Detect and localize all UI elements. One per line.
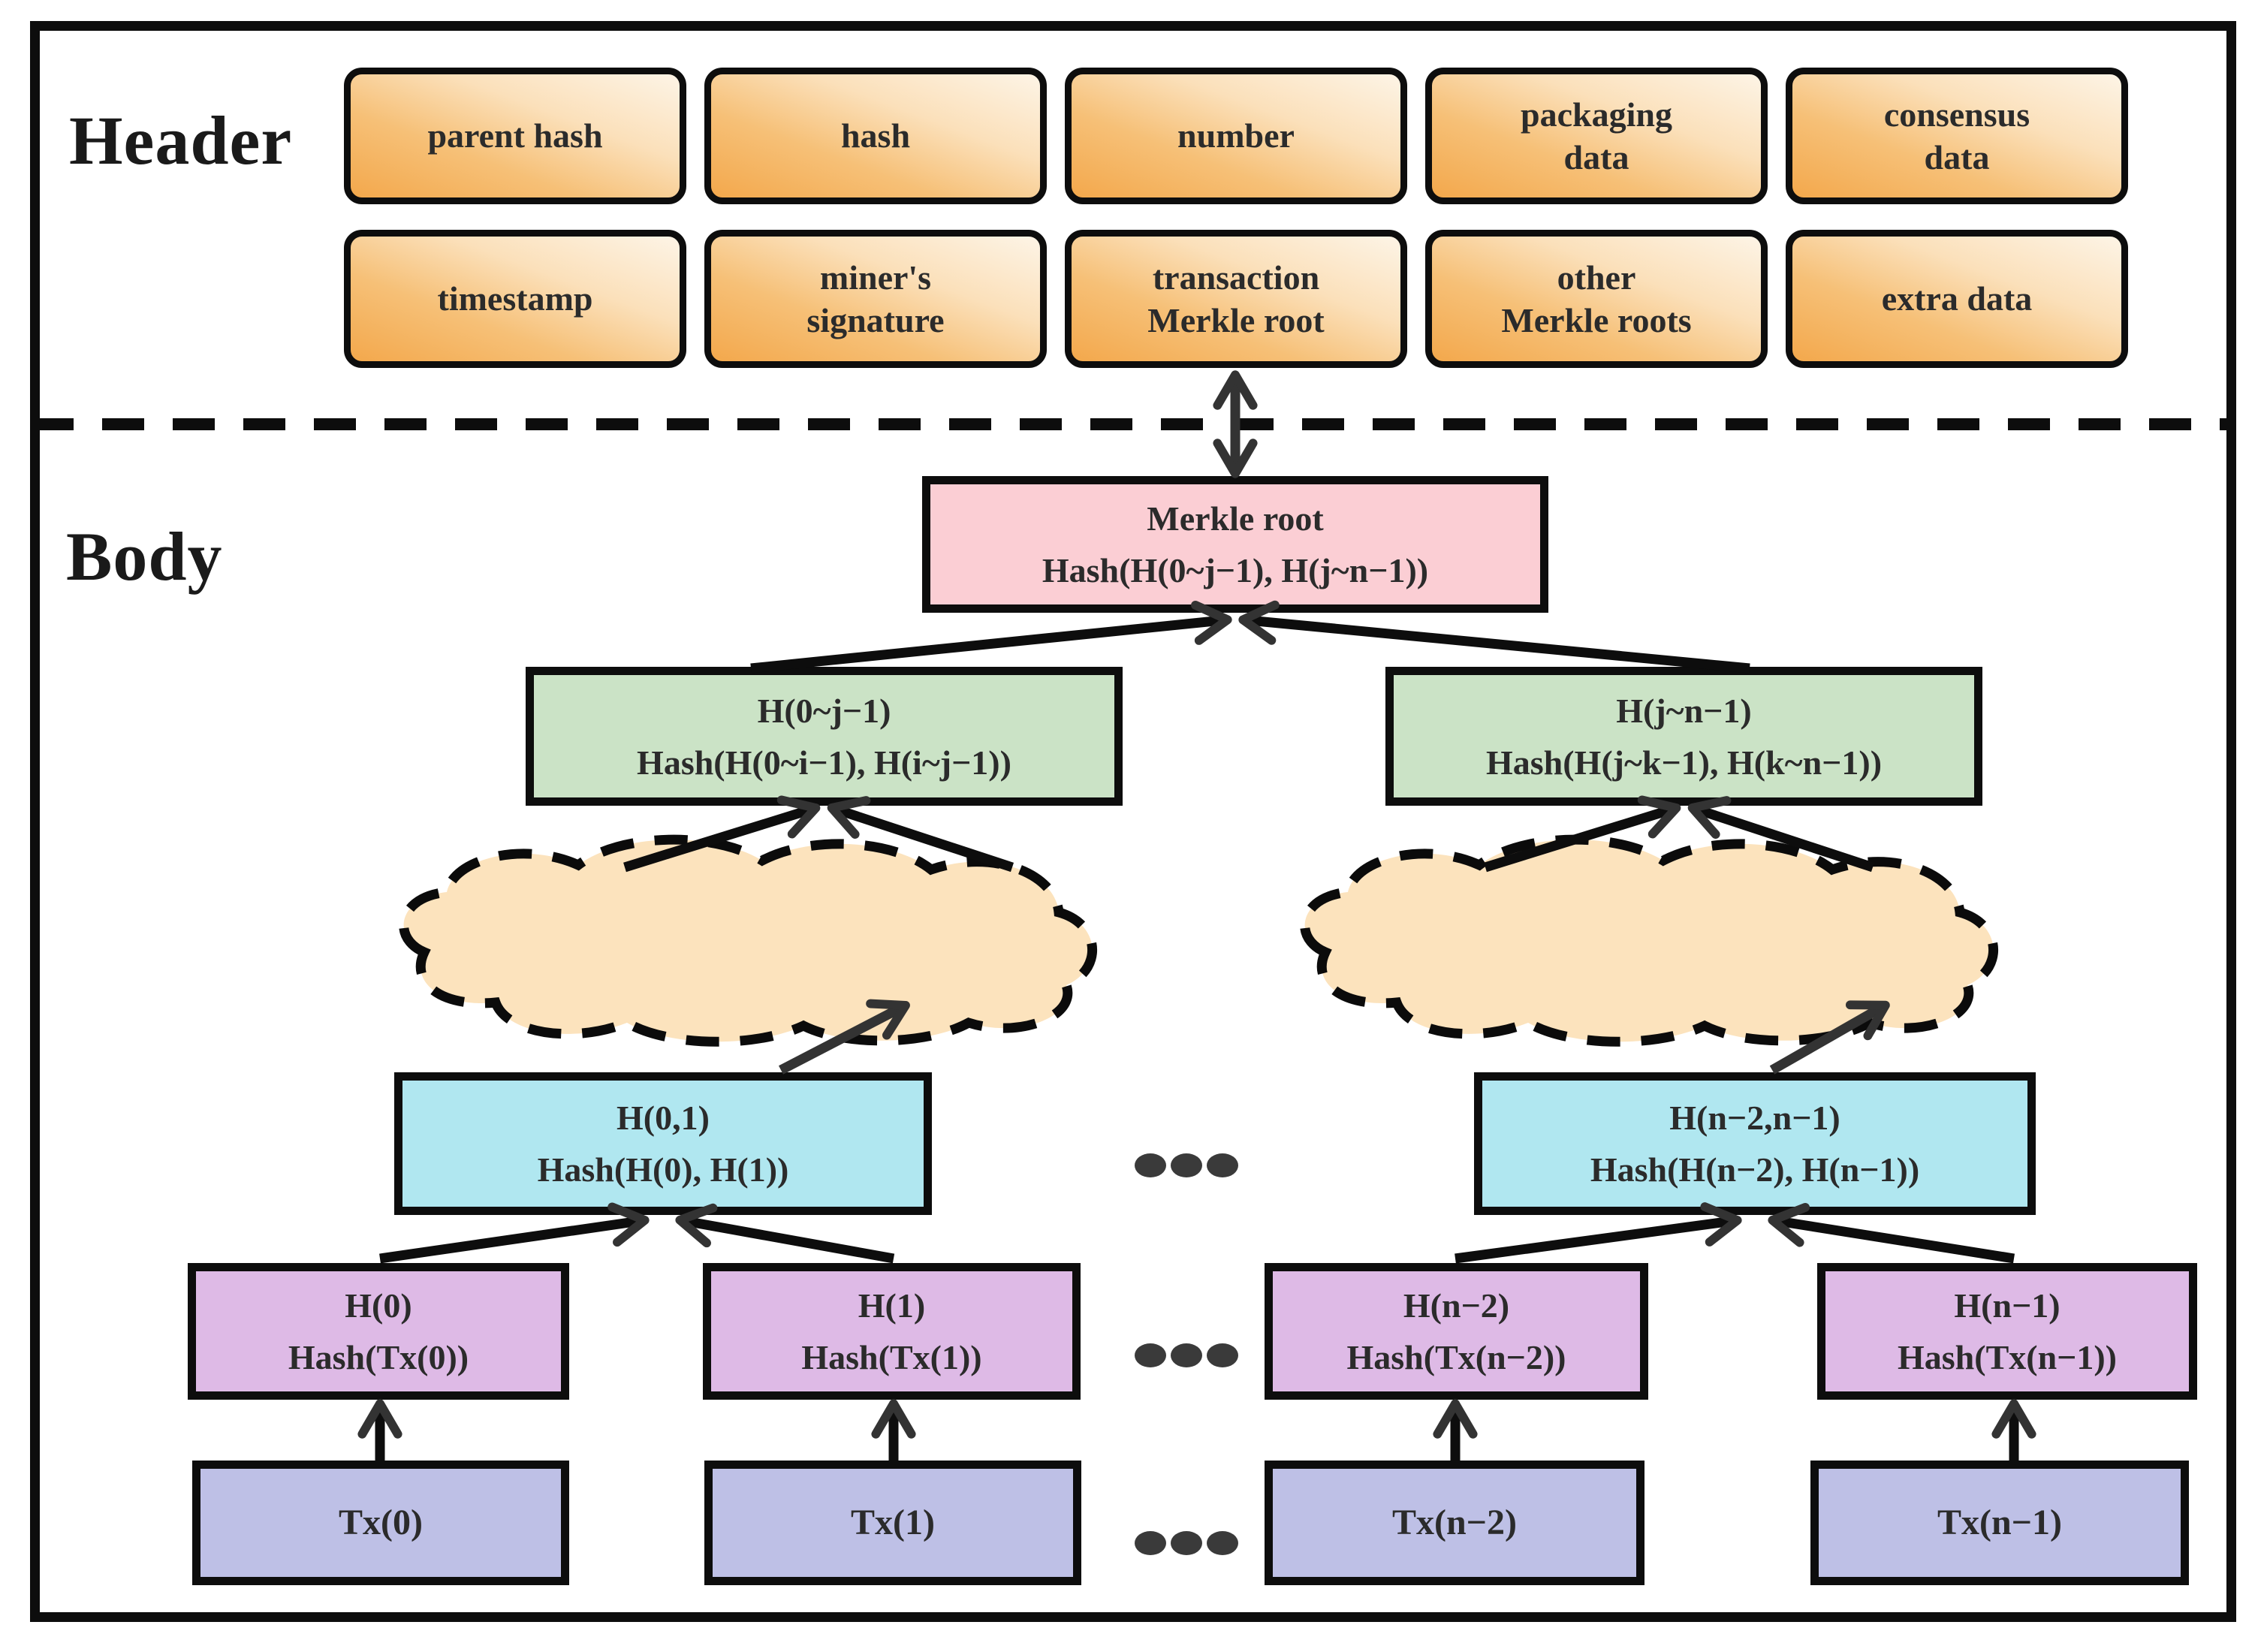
node-formula: Hash(H(0~j−1), H(j~n−1))	[1042, 551, 1429, 589]
node-title: Tx(n−1)	[1937, 1503, 2063, 1542]
transaction-node-0: Tx(0)	[192, 1461, 569, 1585]
node-title: Tx(0)	[339, 1503, 423, 1542]
header-field-transaction-merkle-root: transaction Merkle root	[1065, 230, 1407, 368]
header-field-label: miner's	[819, 258, 932, 297]
leaf-hash-node-n2: H(n−2) Hash(Tx(n−2))	[1265, 1263, 1648, 1400]
header-field-other-merkle-roots: other Merkle roots	[1425, 230, 1768, 368]
node-formula: Hash(H(0), H(1))	[537, 1150, 789, 1189]
node-formula: Hash(H(j~k−1), H(k~n−1))	[1485, 743, 1883, 782]
header-field-label: transaction	[1152, 258, 1320, 297]
header-field-packaging-data: packaging data	[1425, 68, 1768, 204]
node-title: Tx(1)	[851, 1503, 935, 1542]
node-formula: Hash(H(0~i−1), H(i~j−1))	[637, 743, 1011, 782]
header-field-number: number	[1065, 68, 1407, 204]
node-title: H(0,1)	[616, 1099, 710, 1137]
node-title: H(1)	[858, 1286, 926, 1325]
node-formula: Hash(Tx(n−1))	[1897, 1338, 2117, 1376]
header-field-miners-signature: miner's signature	[704, 230, 1047, 368]
header-field-label: extra data	[1881, 279, 2033, 318]
body-section-label: Body	[66, 518, 223, 595]
header-field-extra-data: extra data	[1786, 230, 2128, 368]
header-field-label: other	[1557, 258, 1636, 297]
leaf-hash-node-1: H(1) Hash(Tx(1))	[703, 1263, 1081, 1400]
header-section-label: Header	[69, 102, 293, 179]
header-field-label: consensus	[1883, 95, 2030, 134]
node-formula: Hash(Tx(0))	[288, 1338, 469, 1376]
pair-node-right: H(n−2,n−1) Hash(H(n−2), H(n−1))	[1474, 1072, 2036, 1215]
leaf-hash-node-n1: H(n−1) Hash(Tx(n−1))	[1817, 1263, 2197, 1400]
header-field-parent-hash: parent hash	[344, 68, 686, 204]
transaction-node-n1: Tx(n−1)	[1810, 1461, 2189, 1585]
header-field-label: parent hash	[427, 116, 603, 155]
leaf-hash-node-0: H(0) Hash(Tx(0))	[188, 1263, 569, 1400]
transaction-node-1: Tx(1)	[704, 1461, 1081, 1585]
header-field-label: hash	[840, 116, 911, 155]
node-title: H(0)	[345, 1286, 412, 1325]
node-title: H(n−1)	[1954, 1286, 2060, 1325]
node-title: Merkle root	[1147, 499, 1324, 538]
node-title: H(n−2,n−1)	[1669, 1099, 1840, 1137]
node-formula: Hash(Tx(n−2))	[1346, 1338, 1566, 1376]
header-field-label: Merkle roots	[1501, 301, 1692, 339]
merkle-root-node: Merkle root Hash(H(0~j−1), H(j~n−1))	[922, 476, 1548, 613]
node-title: H(n−2)	[1403, 1286, 1510, 1325]
node-title: H(j~n−1)	[1616, 691, 1752, 730]
transaction-node-n2: Tx(n−2)	[1265, 1461, 1644, 1585]
header-field-label: data	[1563, 138, 1629, 176]
header-field-label: signature	[806, 301, 945, 339]
node-title: H(0~j−1)	[757, 691, 891, 730]
branch-node-left: H(0~j−1) Hash(H(0~i−1), H(i~j−1))	[526, 667, 1123, 806]
header-field-timestamp: timestamp	[344, 230, 686, 368]
header-field-hash: hash	[704, 68, 1047, 204]
header-field-label: timestamp	[437, 279, 593, 318]
node-title: Tx(n−2)	[1391, 1503, 1518, 1542]
pair-node-left: H(0,1) Hash(H(0), H(1))	[394, 1072, 932, 1215]
node-formula: Hash(Tx(1))	[801, 1338, 982, 1376]
header-field-consensus-data: consensus data	[1786, 68, 2128, 204]
header-field-label: Merkle root	[1147, 301, 1325, 339]
header-field-label: number	[1177, 116, 1295, 155]
header-field-label: packaging	[1521, 95, 1672, 134]
node-formula: Hash(H(n−2), H(n−1))	[1590, 1150, 1920, 1189]
header-field-label: data	[1924, 138, 1990, 176]
branch-node-right: H(j~n−1) Hash(H(j~k−1), H(k~n−1))	[1385, 667, 1982, 806]
